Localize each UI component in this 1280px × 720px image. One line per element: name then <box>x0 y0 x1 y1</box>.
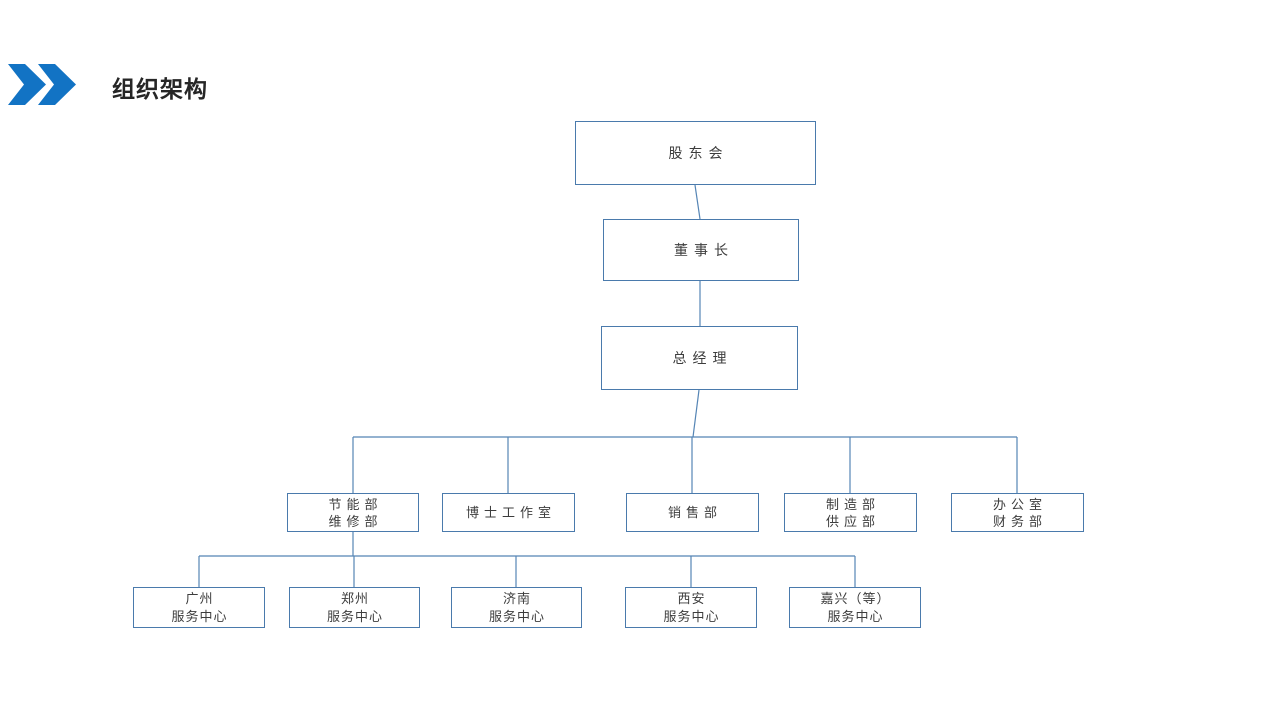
org-node-shareholders: 股东会 <box>575 121 816 185</box>
org-node-general-manager: 总经理 <box>601 326 798 390</box>
org-node-xian-service-center: 西安 服务中心 <box>625 587 757 628</box>
org-node-label: 制造部 <box>825 496 880 512</box>
chevron-right-icon <box>8 64 46 105</box>
org-node-label: 西安 <box>677 590 706 606</box>
org-node-zhengzhou-service-center: 郑州 服务中心 <box>289 587 420 628</box>
page-title: 组织架构 <box>112 76 208 102</box>
org-node-label: 销售部 <box>667 505 722 520</box>
org-node-label: 总经理 <box>672 350 733 366</box>
org-node-label: 嘉兴（等） <box>820 590 891 606</box>
org-node-label: 维修部 <box>328 513 383 529</box>
org-node-guangzhou-service-center: 广州 服务中心 <box>133 587 265 628</box>
org-node-label: 股东会 <box>668 145 729 161</box>
org-node-label: 供应部 <box>825 513 880 529</box>
chevron-right-icon <box>38 64 76 105</box>
org-node-label: 郑州 <box>340 590 369 606</box>
org-node-energy-maintenance-dept: 节能部 维修部 <box>287 493 419 532</box>
org-node-label: 服务中心 <box>827 608 884 624</box>
org-node-label: 济南 <box>502 590 531 606</box>
double-chevron-icon <box>8 64 76 105</box>
org-node-jinan-service-center: 济南 服务中心 <box>451 587 582 628</box>
org-node-label: 服务中心 <box>663 608 720 624</box>
org-node-chairman: 董事长 <box>603 219 799 281</box>
org-node-doctor-studio: 博士工作室 <box>442 493 575 532</box>
org-node-label: 博士工作室 <box>465 505 556 520</box>
org-node-label: 办公室 <box>992 496 1047 512</box>
org-node-label: 服务中心 <box>171 608 228 624</box>
org-node-office-finance-dept: 办公室 财务部 <box>951 493 1084 532</box>
org-node-label: 服务中心 <box>326 608 383 624</box>
org-node-manufacturing-supply-dept: 制造部 供应部 <box>784 493 917 532</box>
org-node-label: 董事长 <box>674 242 734 258</box>
org-node-label: 服务中心 <box>488 608 545 624</box>
org-node-label: 节能部 <box>328 496 383 512</box>
org-node-label: 财务部 <box>992 513 1047 529</box>
org-node-sales-dept: 销售部 <box>626 493 759 532</box>
org-node-jiaxing-service-center: 嘉兴（等） 服务中心 <box>789 587 921 628</box>
org-node-label: 广州 <box>185 590 214 606</box>
